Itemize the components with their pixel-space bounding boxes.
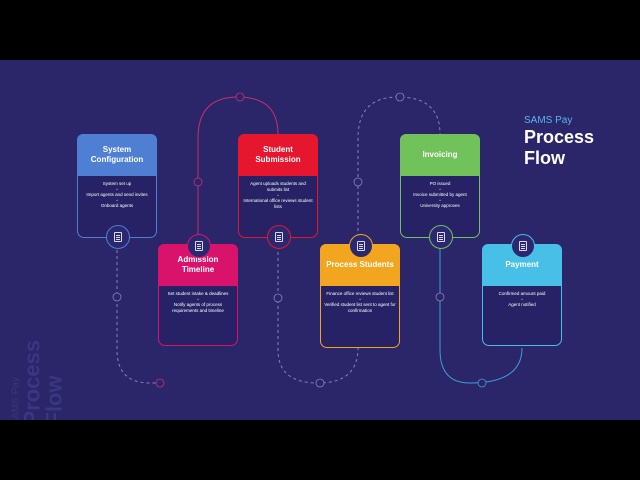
step-item: Agent uploads students and submits list xyxy=(250,181,306,192)
step-title: Admission Timeline xyxy=(158,244,238,286)
invoice-icon xyxy=(429,225,453,249)
step-card-admission-timeline: Admission Timeline Set student intake & … xyxy=(158,234,238,346)
payment-icon xyxy=(511,234,535,258)
step-title: Invoicing xyxy=(400,134,480,176)
title-line-2: Flow xyxy=(524,148,565,168)
connector-1-2 xyxy=(116,238,160,384)
step-card-invoicing: Invoicing PO issued • Invoice submitted … xyxy=(400,134,480,249)
connector-start xyxy=(160,100,198,242)
step-item: Confirmed amount paid xyxy=(498,291,546,296)
connector-5-6 xyxy=(439,240,523,384)
step-item: University approves xyxy=(420,203,460,208)
step-items: System set up • Import agents and send i… xyxy=(78,176,156,213)
step-items: Finance office reviews student list • Ve… xyxy=(324,291,396,313)
step-items: PO issued • Invoice submitted by agent •… xyxy=(401,176,479,213)
step-card-student-submission: Student Submission Agent uploads student… xyxy=(238,134,318,249)
step-item: Finance office reviews student list xyxy=(326,291,394,296)
step-item: International office reviews student lis… xyxy=(243,198,313,209)
upload-document-icon xyxy=(267,225,291,249)
process-flow-canvas: System Configuration System set up • Imp… xyxy=(0,60,640,420)
step-item: Verified student list sent to agent for … xyxy=(324,302,396,313)
step-item: PO issued xyxy=(429,181,451,186)
graduation-cap-icon xyxy=(349,234,373,258)
step-items: Set student intake & deadlines • Notify … xyxy=(159,286,237,318)
title-line-1: Process xyxy=(524,127,595,147)
watermark: SAMS Pay Process Flow xyxy=(11,286,67,420)
step-item: Import agents and send invites xyxy=(86,192,148,197)
step-title: System Configuration xyxy=(77,134,157,176)
step-item: System set up xyxy=(102,181,132,186)
watermark-line-1: Process xyxy=(19,339,45,420)
calendar-icon xyxy=(187,234,211,258)
step-card-process-students: Process Students Finance office reviews … xyxy=(320,234,400,348)
step-item: Onboard agents xyxy=(100,203,134,208)
settings-document-icon xyxy=(106,225,130,249)
step-item: Agent notified xyxy=(508,302,536,307)
step-item: Notify agents of process requirements an… xyxy=(172,302,224,313)
step-items: Confirmed amount paid • Agent notified xyxy=(483,286,561,312)
step-card-system-configuration: System Configuration System set up • Imp… xyxy=(77,134,157,249)
step-item: Set student intake & deadlines xyxy=(167,291,229,296)
connector-lines xyxy=(112,92,523,388)
watermark-line-2: Flow xyxy=(41,375,67,420)
step-items: Agent uploads students and submits list … xyxy=(243,181,313,209)
step-item: Invoice submitted by agent xyxy=(413,192,467,197)
step-title: Student Submission xyxy=(238,134,318,176)
flow-markers xyxy=(112,92,487,388)
title-block: SAMS Pay Process Flow xyxy=(524,115,594,168)
step-card-payment: Payment Confirmed amount paid • Agent no… xyxy=(482,234,562,346)
brand-label: SAMS Pay xyxy=(524,115,573,126)
